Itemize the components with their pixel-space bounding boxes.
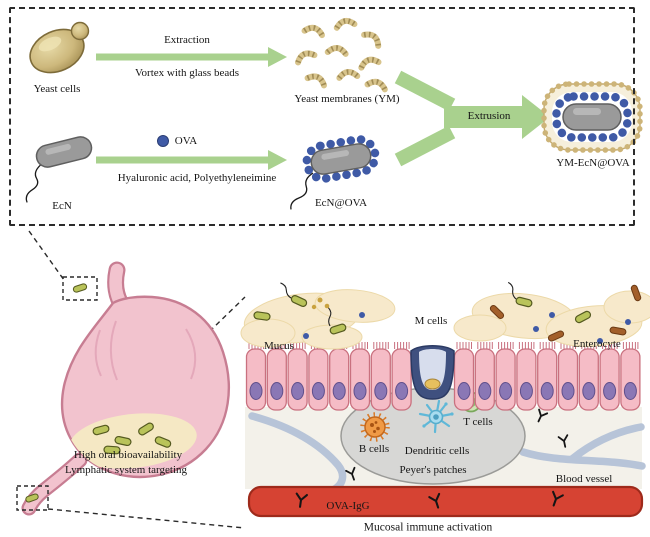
coating-arrow	[96, 150, 287, 170]
zoom-box-top	[62, 276, 98, 301]
ecn-icon	[25, 136, 93, 203]
label-ova-igg: OVA-IgG	[326, 499, 370, 512]
label-peyers-patches: Peyer's patches	[399, 463, 467, 476]
label-lymphatic-targeting: Lymphatic system targeting	[65, 463, 187, 476]
label-ecn-ova: EcN@OVA	[314, 196, 368, 209]
label-mucus: Mucus	[264, 339, 294, 352]
ecn-ova-icon	[290, 135, 380, 210]
label-vortex: Vortex with glass beads	[135, 66, 239, 79]
ova-dot-icon	[157, 135, 169, 147]
label-t-cells: T cells	[463, 415, 493, 428]
label-high-oral-bioavailability: High oral bioavailability	[73, 448, 183, 461]
synthesis-panel-border	[9, 7, 635, 226]
blood-vessel	[247, 485, 644, 518]
ym-ecn-ova-icon	[541, 81, 643, 153]
label-dendritic-cells: Dendritic cells	[404, 444, 470, 457]
label-ova: OVA	[174, 134, 198, 147]
yeast-cell-icon	[29, 21, 90, 74]
dendritic-cell-icon	[418, 399, 454, 434]
label-ecn: EcN	[52, 199, 72, 212]
zoom-box-bottom	[16, 485, 49, 511]
label-m-cells: M cells	[414, 314, 448, 327]
label-yeast-membranes: Yeast membranes (YM)	[294, 92, 400, 105]
b-cell-icon	[360, 412, 390, 442]
stomach-illustration	[21, 261, 231, 516]
mucus-bacteria	[252, 281, 643, 344]
label-product: YM-EcN@OVA	[556, 156, 630, 169]
label-enterocyte: Enterocyte	[573, 337, 621, 350]
lymph-vessels	[248, 412, 646, 494]
label-blood-vessel: Blood vessel	[555, 472, 613, 485]
label-coating-agents: Hyaluronic acid, Polyethyleneimine	[117, 171, 277, 184]
label-extrusion: Extrusion	[467, 109, 511, 122]
label-extraction: Extraction	[164, 33, 210, 46]
label-mucosal-immune-activation: Mucosal immune activation	[363, 521, 493, 534]
extrusion-arrow	[394, 70, 550, 167]
label-yeast-cells: Yeast cells	[33, 82, 81, 95]
intestine-panel	[240, 281, 650, 518]
extraction-arrow	[96, 47, 287, 67]
label-b-cells: B cells	[358, 442, 390, 455]
m-cell-icon	[410, 345, 455, 400]
